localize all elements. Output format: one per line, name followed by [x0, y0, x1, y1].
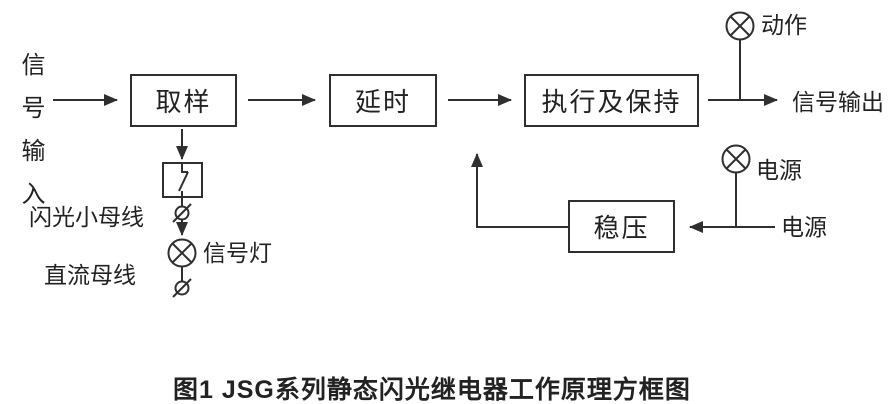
terminal-icon — [172, 278, 192, 298]
signal-lamp-label: 信号灯 — [203, 240, 272, 266]
signal-output-label: 信号输出 — [792, 89, 884, 115]
action-lamp-icon — [725, 11, 755, 41]
power-lamp-label: 电源 — [756, 157, 802, 183]
box-execute-hold-label: 执行及保持 — [541, 87, 682, 117]
arrow-regulator-feedback-up — [471, 153, 568, 228]
box-execute-hold: 执行及保持 — [524, 74, 699, 127]
action-lamp-label: 动作 — [761, 12, 807, 38]
figure-caption: 图1 JSG系列静态闪光继电器工作原理方框图 — [173, 376, 691, 404]
relay-contact-icon — [162, 162, 203, 198]
signal-lamp-icon — [167, 238, 197, 268]
power-lamp-icon — [721, 144, 751, 174]
box-delay: 延时 — [329, 74, 437, 127]
signal-input-label: 信号输入 — [17, 52, 44, 224]
flash-bus-label: 闪光小母线 — [29, 204, 144, 230]
box-regulator-label: 稳压 — [593, 213, 650, 243]
dc-bus-label: 直流母线 — [44, 262, 136, 288]
box-regulator: 稳压 — [568, 200, 675, 253]
box-sampling: 取样 — [130, 74, 237, 127]
power-source-label: 电源 — [781, 214, 827, 240]
box-delay-label: 延时 — [354, 87, 411, 117]
box-sampling-label: 取样 — [155, 87, 212, 117]
terminal-icon — [172, 203, 192, 223]
